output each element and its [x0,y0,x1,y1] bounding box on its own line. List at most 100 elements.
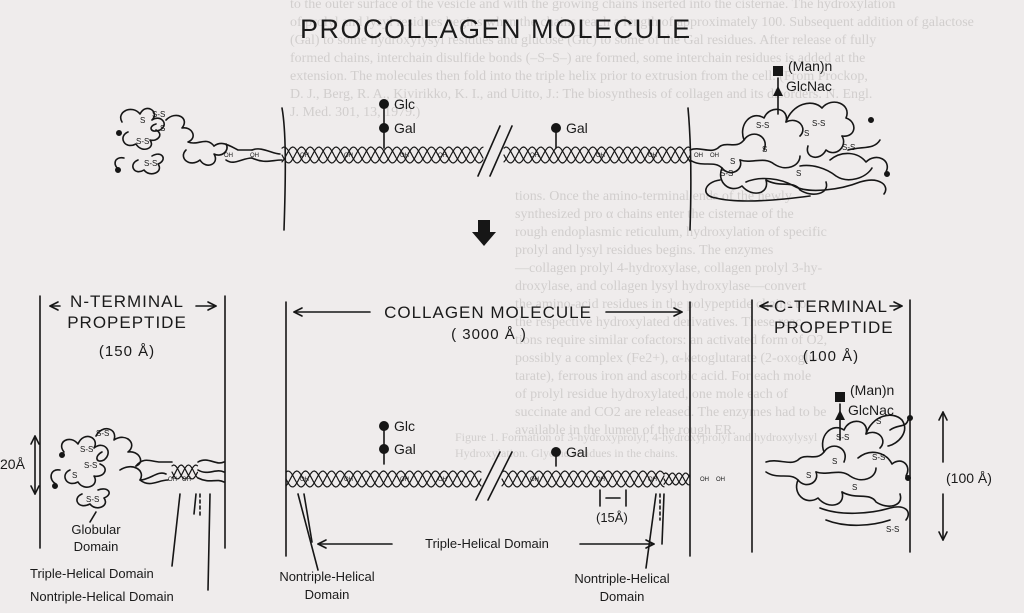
ghost-line: the amino-acid residues in the polypepti… [515,297,807,312]
n-terminal-label-line1: N-TERMINAL [70,292,184,311]
helix-strand [171,464,199,480]
n-terminal-globule-top: S S-S S-S S S-S [114,107,283,175]
gal-label-top-right: Gal [566,120,588,136]
mannose-label-bottom: (Man)n [850,382,895,398]
ghost-line: possibly a complex (Fe2+), α-ketoglutara… [515,351,821,366]
triple-helix-full [281,146,691,164]
svg-text:S-S: S-S [80,445,93,454]
svg-text:S-S: S-S [136,137,149,146]
svg-text:S: S [852,483,857,492]
helix-strand [281,146,484,164]
c-terminal-label-line1: C-TERMINAL [774,297,888,316]
n-terminal-span [39,295,226,549]
c-terminal-size: (100 Å) [802,348,860,366]
hydroxyl-mark: OH [700,477,709,483]
repeat-label: (15Å) [596,510,628,525]
nontriple-right-line2: Domain [599,588,645,604]
hydroxyl-mark: OH [530,153,539,159]
hydroxyl-mark: OH [596,477,605,483]
helix-strand [281,146,484,164]
svg-text:S: S [140,116,145,125]
mannose-label-top: (Man)n [788,58,833,74]
right-height-arrow [938,411,948,541]
hydroxyl-mark: OH [224,153,233,159]
svg-text:S-S: S-S [86,495,99,504]
n-terminal-tail-bottom [197,459,225,483]
c-terminal-span [751,299,911,553]
globular-domain-line1: Globular [71,522,121,537]
hydroxyl-mark: OH [300,477,309,483]
glcnac-label-top: GlcNac [786,78,832,94]
triple-helical-center-label: Triple-Helical Domain [425,536,549,551]
helix-strand [501,470,665,488]
hydroxyl-mark: OH [400,477,409,483]
n-terminal-globule-bottom: S-S S-S S S-S S-S [50,428,173,509]
glc-label-top: Glc [394,96,415,112]
svg-text:S: S [160,124,165,133]
helix-strand [501,470,665,488]
collagen-molecule-size: ( 3000 Å ) [451,326,527,343]
hydroxyl-mark: OH [250,153,259,159]
ghost-line: rough endoplasmic reticulum, hydroxylati… [515,225,827,240]
glycosylation-bottom [379,392,845,467]
glc-label-bottom: Glc [394,418,415,434]
ghost-line: droxylase, and collagen lysyl hydroxylas… [515,279,807,294]
hydroxyl-mark: OH [300,153,309,159]
helix-strand [503,146,691,164]
nontriple-middle-label: Nontriple-Helical Domain [262,568,392,603]
ghost-line: extension. The molecules then fold into … [290,69,868,84]
ghost-line: synthesized pro α chains enter the ciste… [515,207,794,222]
glcnac-label-bottom: GlcNac [848,402,894,418]
gal-label-bottom: Gal [394,441,416,457]
hydroxyl-mark: OH [344,153,353,159]
gal-label-bottom-right: Gal [566,444,588,460]
left-height-label: 20Å [0,456,25,472]
svg-text:S: S [806,471,811,480]
hydroxyl-mark: OH [530,477,539,483]
ghost-line: of prolyl residue hydroxylated, one mole… [515,387,788,402]
right-height-label: (100 Å) [946,470,992,486]
diagram-title: PROCOLLAGEN MOLECULE [300,14,692,44]
svg-text:S-S: S-S [872,453,885,462]
svg-text:S-S: S-S [836,433,849,442]
hydroxyl-mark: OH [716,477,725,483]
hydroxyl-mark: OH [182,477,191,483]
ghost-line: D. J., Berg, R. A., Kivirikko, K. I., an… [290,87,873,102]
hydroxyl-mark: OH [648,477,657,483]
globular-domain-label: Globular Domain [56,522,136,556]
ghost-line: of prolyl and lysyl residues begins when… [290,15,974,30]
helix-strand [285,470,482,488]
hydroxyl-mark: OH [438,477,447,483]
helix-strand [663,472,691,486]
ghost-line: J. Med. 301, 13, 1979.) [290,105,421,120]
svg-text:S: S [876,417,881,426]
svg-text:S: S [796,169,801,178]
ghost-line: the respective hydroxylated derivatives.… [515,315,807,330]
svg-text:S: S [762,145,767,154]
ghost-line: succinate and CO2 are released. The enzy… [515,405,827,420]
c-terminal-globule-bottom: S-S S S S-S S S S-S [765,414,913,534]
nontriple-right-line1: Nontriple-Helical [574,571,670,586]
helix-strand [503,146,691,164]
helix-strand [663,472,691,486]
ghost-line: tions require similar cofactors: an acti… [515,333,828,348]
hydroxyl-mark: OH [168,477,177,483]
nontriple-middle-line1: Nontriple-Helical [279,569,375,584]
hydroxyl-mark: OH [710,153,719,159]
down-arrow-icon [472,220,496,246]
svg-text:S: S [804,129,809,138]
svg-text:S: S [72,471,77,480]
ghost-line: —collagen prolyl 4-hydroxylase, collagen… [515,261,823,276]
hydroxyl-mark: OH [694,153,703,159]
hydroxyl-mark: OH [400,153,409,159]
c-terminal-label: C-TERMINAL PROPEPTIDE (100 Å) [774,297,894,367]
n-terminal-label: N-TERMINAL PROPEPTIDE (150 Å) [62,292,192,362]
ghost-caption: Figure 1. Formation of 3-hydroxyprolyl, … [455,430,818,444]
svg-text:S-S: S-S [886,525,899,534]
helix-strand [501,470,665,488]
c-terminal-label-line2: PROPEPTIDE [774,317,894,337]
ghost-line: formed chains, interchain disulfide bond… [290,51,866,66]
